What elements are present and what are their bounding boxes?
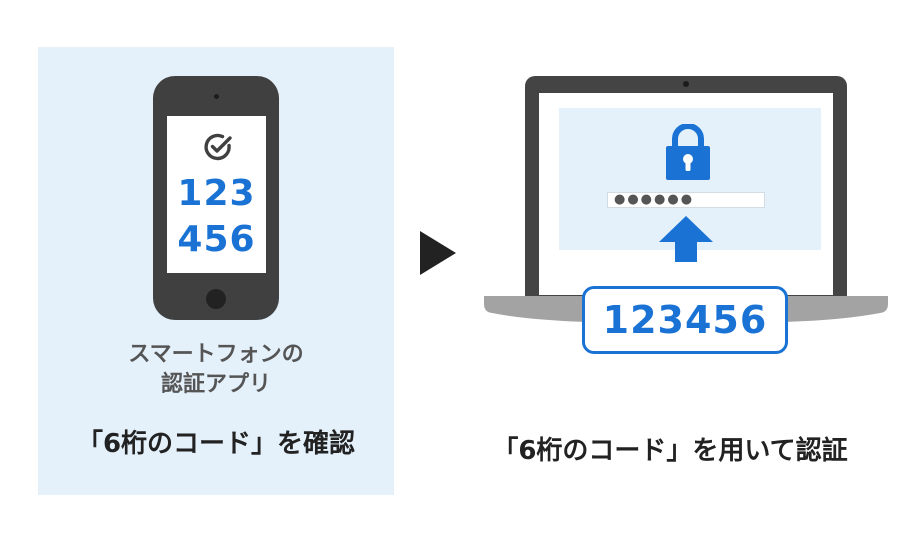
laptop-device: ●●●●●● bbox=[525, 76, 847, 306]
app-label-line-1: スマートフォンの bbox=[128, 342, 304, 367]
authenticate-caption: 「6桁のコード」を用いて認証 bbox=[492, 436, 848, 466]
play-arrow-icon bbox=[420, 231, 456, 275]
phone-camera bbox=[214, 94, 219, 99]
phone-home-button bbox=[206, 289, 226, 309]
app-label-line-2: 認証アプリ bbox=[160, 372, 271, 397]
laptop-camera bbox=[683, 81, 689, 87]
entered-code-box: 123456 bbox=[582, 286, 788, 354]
smartphone-device: 123 456 bbox=[153, 76, 279, 320]
check-circle-icon bbox=[204, 133, 232, 161]
up-arrow-icon bbox=[659, 216, 713, 262]
confirm-code-caption: 「6桁のコード」を確認 bbox=[76, 429, 356, 459]
phone-code-line-2: 456 bbox=[177, 219, 256, 260]
phone-screen: 123 456 bbox=[167, 116, 266, 273]
phone-code-line-1: 123 bbox=[177, 173, 256, 214]
password-field[interactable]: ●●●●●● bbox=[607, 192, 765, 208]
login-screen: ●●●●●● bbox=[559, 108, 821, 262]
lock-icon bbox=[666, 124, 710, 180]
